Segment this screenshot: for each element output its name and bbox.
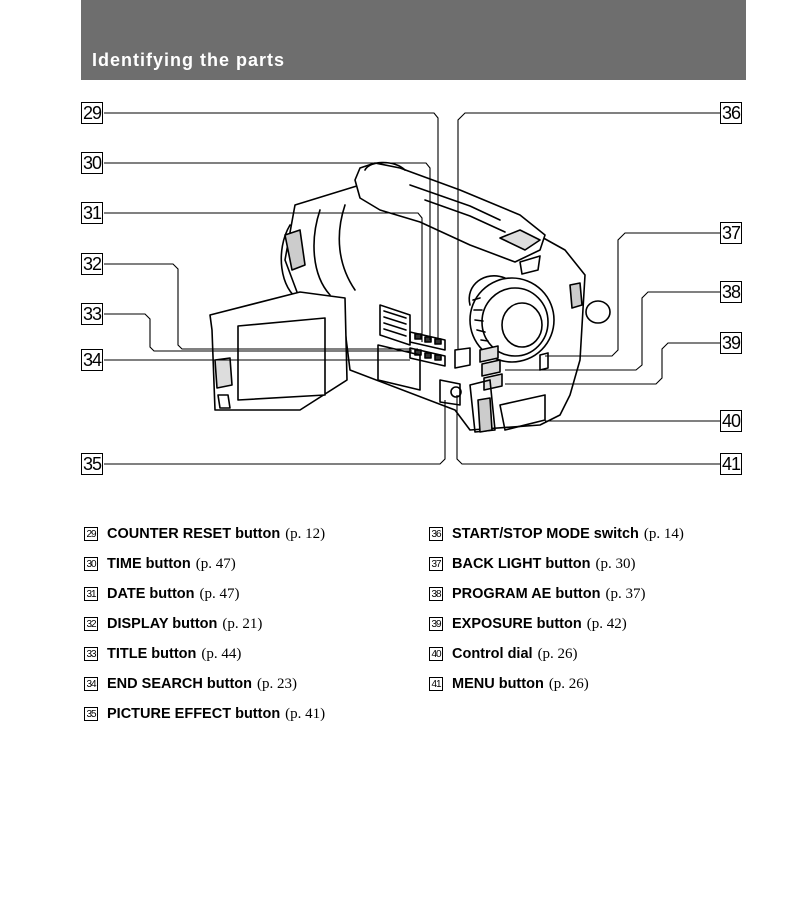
callout-37: 37 bbox=[720, 222, 742, 244]
list-item: 33 TITLE button(p. 44) bbox=[84, 639, 325, 669]
page-title: Identifying the parts bbox=[92, 50, 286, 70]
parts-list-right: 36 START/STOP MODE switch(p. 14) 37 BACK L… bbox=[429, 519, 684, 699]
parts-list-left: 29 COUNTER RESET button(p. 12) 30 TIME but… bbox=[84, 519, 325, 729]
item-number: 39 bbox=[429, 617, 443, 631]
part-name: DATE button bbox=[107, 586, 195, 602]
part-name: COUNTER RESET button bbox=[107, 526, 281, 542]
part-name: PROGRAM AE button bbox=[452, 586, 601, 602]
item-number: 37 bbox=[429, 557, 443, 571]
page-reference: (p. 41) bbox=[285, 705, 326, 722]
item-number: 35 bbox=[84, 707, 98, 721]
list-item: 37 BACK LIGHT button(p. 30) bbox=[429, 549, 684, 579]
part-name: START/STOP MODE switch bbox=[452, 526, 639, 542]
item-number: 36 bbox=[429, 527, 443, 541]
list-item: 31 DATE button(p. 47) bbox=[84, 579, 325, 609]
callout-36: 36 bbox=[720, 102, 742, 124]
page-reference: (p. 21) bbox=[222, 615, 263, 632]
item-number: 31 bbox=[84, 587, 98, 601]
part-name: TIME button bbox=[107, 556, 191, 572]
page-reference: (p. 14) bbox=[643, 525, 684, 542]
callout-33: 33 bbox=[81, 303, 103, 325]
part-name: DISPLAY button bbox=[107, 616, 218, 632]
page-reference: (p. 26) bbox=[548, 675, 589, 692]
callout-31: 31 bbox=[81, 202, 103, 224]
part-name: MENU button bbox=[452, 676, 544, 692]
item-number: 34 bbox=[84, 677, 98, 691]
list-item: 38 PROGRAM AE button(p. 37) bbox=[429, 579, 684, 609]
item-number: 30 bbox=[84, 557, 98, 571]
list-item: 40 Control dial(p. 26) bbox=[429, 639, 684, 669]
item-number: 41 bbox=[429, 677, 443, 691]
callout-29: 29 bbox=[81, 102, 103, 124]
list-item: 41 MENU button(p. 26) bbox=[429, 669, 684, 699]
section-header-bar: Identifying the parts bbox=[81, 0, 746, 80]
page-reference: (p. 42) bbox=[586, 615, 627, 632]
page-reference: (p. 47) bbox=[195, 555, 236, 572]
page-reference: (p. 47) bbox=[199, 585, 240, 602]
callout-41: 41 bbox=[720, 453, 742, 475]
list-item: 39 EXPOSURE button(p. 42) bbox=[429, 609, 684, 639]
item-number: 29 bbox=[84, 527, 98, 541]
item-number: 38 bbox=[429, 587, 443, 601]
item-number: 33 bbox=[84, 647, 98, 661]
callout-34: 34 bbox=[81, 349, 103, 371]
part-name: EXPOSURE button bbox=[452, 616, 582, 632]
page-reference: (p. 26) bbox=[537, 645, 578, 662]
list-item: 34 END SEARCH button (p. 23) bbox=[84, 669, 325, 699]
part-name: PICTURE EFFECT button bbox=[107, 706, 281, 722]
list-item: 29 COUNTER RESET button(p. 12) bbox=[84, 519, 325, 549]
callout-40: 40 bbox=[720, 410, 742, 432]
page-reference: (p. 44) bbox=[201, 645, 242, 662]
page-reference: (p. 37) bbox=[605, 585, 646, 602]
page-reference: (p. 23) bbox=[257, 675, 297, 692]
callout-38: 38 bbox=[720, 281, 742, 303]
part-name: BACK LIGHT button bbox=[452, 556, 591, 572]
list-item: 36 START/STOP MODE switch(p. 14) bbox=[429, 519, 684, 549]
part-name: TITLE button bbox=[107, 646, 197, 662]
part-name: Control dial bbox=[452, 646, 533, 662]
page-reference: (p. 30) bbox=[595, 555, 636, 572]
list-item: 32 DISPLAY button(p. 21) bbox=[84, 609, 325, 639]
part-name: END SEARCH button bbox=[107, 676, 252, 692]
list-item: 35 PICTURE EFFECT button(p. 41) bbox=[84, 699, 325, 729]
list-item: 30 TIME button(p. 47) bbox=[84, 549, 325, 579]
callout-30: 30 bbox=[81, 152, 103, 174]
item-number: 32 bbox=[84, 617, 98, 631]
camcorder-illustration bbox=[104, 112, 720, 465]
page-reference: (p. 12) bbox=[285, 525, 326, 542]
item-number: 40 bbox=[429, 647, 443, 661]
callout-39: 39 bbox=[720, 332, 742, 354]
callout-32: 32 bbox=[81, 253, 103, 275]
callout-35: 35 bbox=[81, 453, 103, 475]
